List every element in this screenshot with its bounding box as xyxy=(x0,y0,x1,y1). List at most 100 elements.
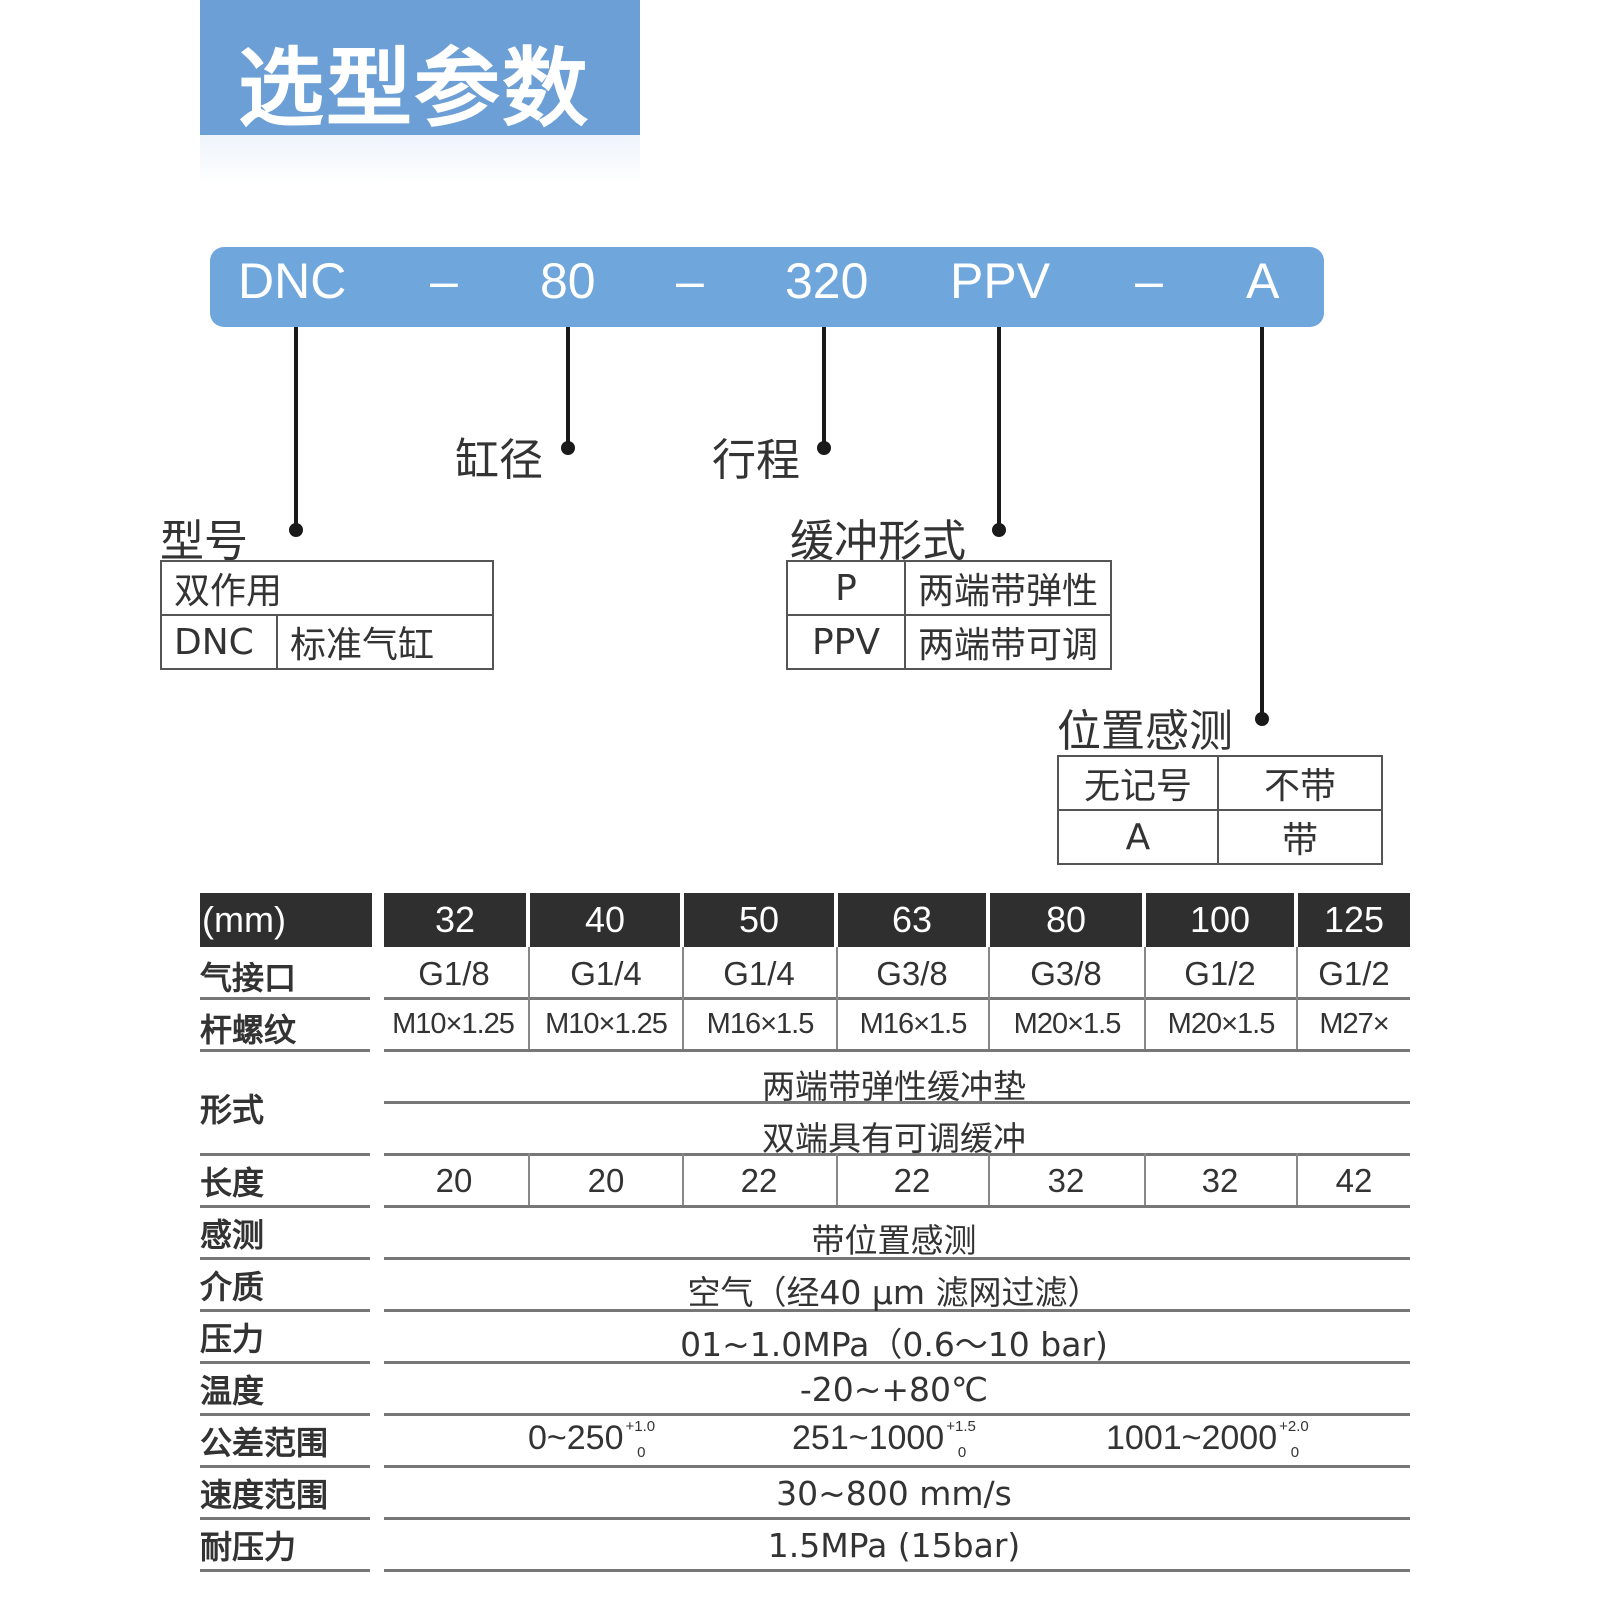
port-cell: G1/2 xyxy=(1184,955,1256,992)
row-label-cushion: 形式 xyxy=(200,1091,265,1129)
col-sep xyxy=(988,1153,990,1205)
callout-cushion: 缓冲形式 xyxy=(790,516,966,567)
model-row-type: 双作用 xyxy=(160,560,494,616)
bore-header: 63 xyxy=(838,893,986,947)
row-rule xyxy=(200,1413,370,1416)
proof-pressure-value: 1.5MPa (15bar) xyxy=(767,1526,1021,1565)
cushion-desc: 两端带弹性 xyxy=(903,560,1113,616)
thread-cell: M16×1.5 xyxy=(706,1008,815,1040)
col-sep xyxy=(528,1153,530,1205)
col-sep xyxy=(1144,1153,1146,1205)
row-rule xyxy=(200,997,370,1000)
row-label-port: 气接口 xyxy=(200,959,297,997)
bore-header: 32 xyxy=(384,893,526,947)
port-cell: G1/8 xyxy=(418,955,490,992)
tolerance-lower: 0 xyxy=(637,1443,646,1461)
leader-dot-bore xyxy=(561,441,575,455)
sensing-code: A xyxy=(1057,809,1219,865)
cushion-code: P xyxy=(786,560,906,616)
row-label-temperature: 温度 xyxy=(200,1372,265,1410)
port-cell: G1/4 xyxy=(570,955,642,992)
col-sep xyxy=(836,947,838,1049)
length-cell: 32 xyxy=(1047,1162,1085,1199)
callout-sensing: 位置感测 xyxy=(1057,706,1233,757)
row-label-thread: 杆螺纹 xyxy=(200,1011,297,1049)
leader-line-bore xyxy=(566,327,570,447)
sensing-code: 无记号 xyxy=(1057,755,1219,811)
row-rule xyxy=(384,997,1410,1000)
row-rule xyxy=(384,1309,1410,1312)
row-rule xyxy=(384,1569,1410,1572)
row-rule xyxy=(384,1205,1410,1208)
tolerance-lower: 0 xyxy=(1290,1443,1300,1461)
temperature-value: -20~+80℃ xyxy=(799,1370,989,1409)
tolerance-range: 251~1000 xyxy=(792,1419,945,1457)
code-stroke: 320 xyxy=(785,253,869,309)
length-cell: 32 xyxy=(1201,1162,1239,1199)
col-sep xyxy=(1296,947,1298,1049)
thread-cell: M16×1.5 xyxy=(859,1008,968,1040)
code-dash: – xyxy=(1135,253,1163,309)
callout-model: 型号 xyxy=(160,516,248,567)
sensing-desc: 不带 xyxy=(1217,755,1383,811)
row-label-proof: 耐压力 xyxy=(200,1528,297,1566)
col-sep xyxy=(528,947,530,1049)
code-sensing: A xyxy=(1246,253,1280,309)
row-rule xyxy=(384,1517,1410,1520)
col-sep xyxy=(682,1153,684,1205)
row-label-tolerance: 公差范围 xyxy=(200,1424,329,1462)
leader-dot-model xyxy=(289,523,303,537)
leader-line-cushion xyxy=(997,327,1001,527)
row-label-medium: 介质 xyxy=(200,1268,265,1306)
col-sep xyxy=(682,947,684,1049)
code-series: DNC xyxy=(238,253,347,309)
thread-cell: M10×1.25 xyxy=(392,1008,515,1040)
bore-header: 40 xyxy=(530,893,680,947)
tolerance-range: 1001~2000 xyxy=(1106,1419,1278,1457)
title-fade xyxy=(200,135,640,185)
code-bore: 80 xyxy=(540,253,596,309)
length-cell: 20 xyxy=(435,1162,473,1199)
col-sep xyxy=(836,1153,838,1205)
thread-cell: M20×1.5 xyxy=(1013,1008,1122,1040)
row-label-speed: 速度范围 xyxy=(200,1476,329,1514)
tolerance-item: 251~1000+1.50 xyxy=(792,1418,976,1461)
row-label-sensing: 感测 xyxy=(200,1216,265,1254)
length-cell: 22 xyxy=(893,1162,931,1199)
row-rule xyxy=(384,1153,1410,1156)
col-sep xyxy=(1144,947,1146,1049)
bore-header: 80 xyxy=(990,893,1142,947)
page-title: 选型参数 xyxy=(238,39,590,139)
bore-header: 50 xyxy=(684,893,834,947)
col-sep xyxy=(1296,1153,1298,1205)
port-cell: G3/8 xyxy=(876,955,948,992)
thread-cell: M27× xyxy=(1319,1008,1389,1040)
row-rule xyxy=(384,1465,1410,1468)
leader-dot-stroke xyxy=(817,441,831,455)
leader-dot-cushion xyxy=(992,523,1006,537)
callout-bore: 缸径 xyxy=(455,435,543,486)
cushion-code: PPV xyxy=(786,614,906,670)
model-row-desc: 标准气缸 xyxy=(276,614,494,670)
code-cushion: PPV xyxy=(950,253,1051,309)
model-table: 双作用 DNC 标准气缸 xyxy=(160,560,494,670)
row-rule xyxy=(200,1569,370,1572)
bore-header: 100 xyxy=(1146,893,1294,947)
row-rule xyxy=(384,1049,1410,1052)
row-rule xyxy=(200,1465,370,1468)
tolerance-item: 0~250+1.00 xyxy=(528,1418,655,1461)
port-cell: G3/8 xyxy=(1030,955,1102,992)
sensing-value: 带位置感测 xyxy=(811,1221,977,1260)
thread-cell: M20×1.5 xyxy=(1167,1008,1276,1040)
length-cell: 22 xyxy=(740,1162,778,1199)
code-dash: – xyxy=(676,253,704,309)
tolerance-upper: +1.5 xyxy=(946,1418,976,1435)
thread-cell: M10×1.25 xyxy=(545,1008,668,1040)
row-rule xyxy=(384,1101,1410,1104)
row-rule xyxy=(384,1361,1410,1364)
row-label-pressure: 压力 xyxy=(200,1320,265,1358)
length-cell: 20 xyxy=(587,1162,625,1199)
port-cell: G1/4 xyxy=(723,955,795,992)
sensing-desc: 带 xyxy=(1217,809,1383,865)
row-label-length: 长度 xyxy=(200,1164,265,1202)
